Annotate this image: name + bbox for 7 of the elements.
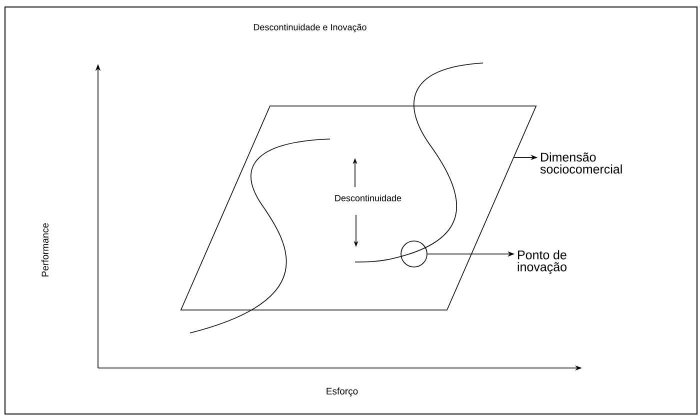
innovation-label: Ponto de inovação — [518, 250, 567, 274]
axis-label: Esforço — [326, 388, 358, 396]
title: Descontinuidade e Inovação — [254, 24, 366, 32]
innovation-point-circle — [400, 240, 428, 268]
dimension-label: Dimensão sociocomercial — [540, 152, 622, 174]
axis-label: Descontinuidade — [335, 194, 402, 202]
axis-label: Performance — [42, 223, 48, 276]
